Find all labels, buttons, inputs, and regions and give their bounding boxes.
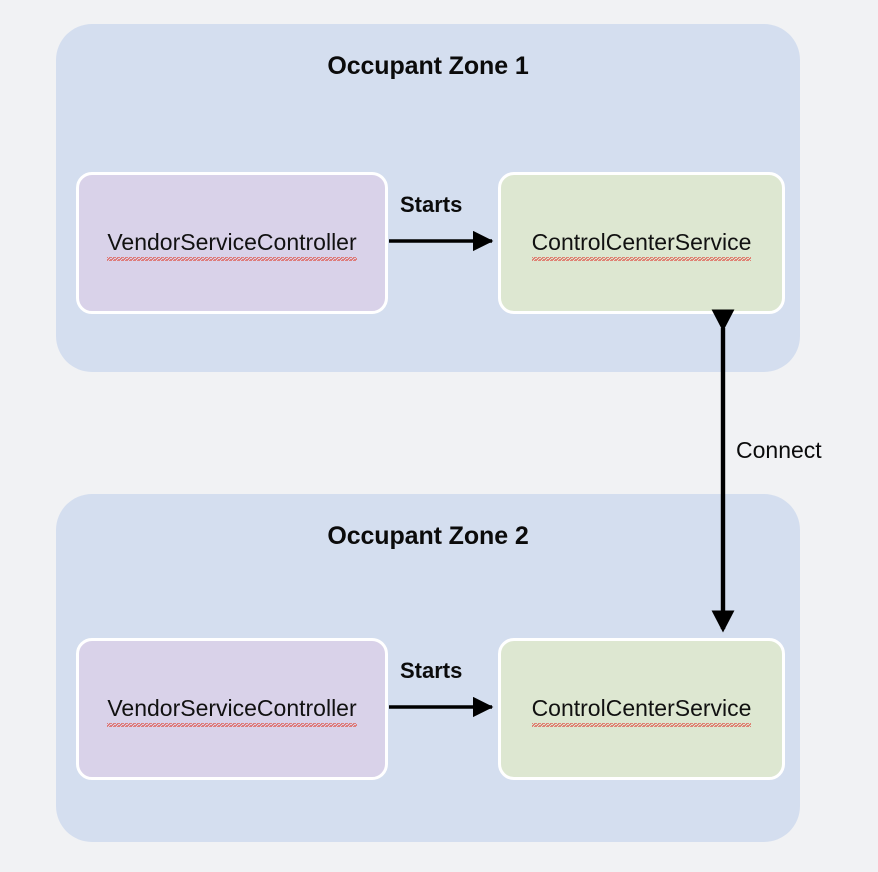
node-label-vendor-service-controller-2: VendorServiceController: [107, 695, 357, 727]
node-control-center-service-zone-1[interactable]: ControlCenterService: [498, 172, 785, 314]
node-vendor-service-controller-zone-1[interactable]: VendorServiceController: [76, 172, 388, 314]
zone-title-1: Occupant Zone 1: [327, 52, 529, 80]
zone-title-2: Occupant Zone 2: [327, 522, 529, 550]
node-label-control-center-service-2: ControlCenterService: [531, 695, 751, 727]
edge-label-connect: Connect: [736, 437, 822, 463]
node-label-control-center-service-1: ControlCenterService: [531, 229, 751, 261]
node-vendor-service-controller-zone-2[interactable]: VendorServiceController: [76, 638, 388, 780]
edge-label-starts-zone-1: Starts: [400, 192, 463, 217]
edge-label-starts-zone-2: Starts: [400, 658, 463, 683]
node-label-vendor-service-controller-1: VendorServiceController: [107, 229, 357, 261]
node-control-center-service-zone-2[interactable]: ControlCenterService: [498, 638, 785, 780]
